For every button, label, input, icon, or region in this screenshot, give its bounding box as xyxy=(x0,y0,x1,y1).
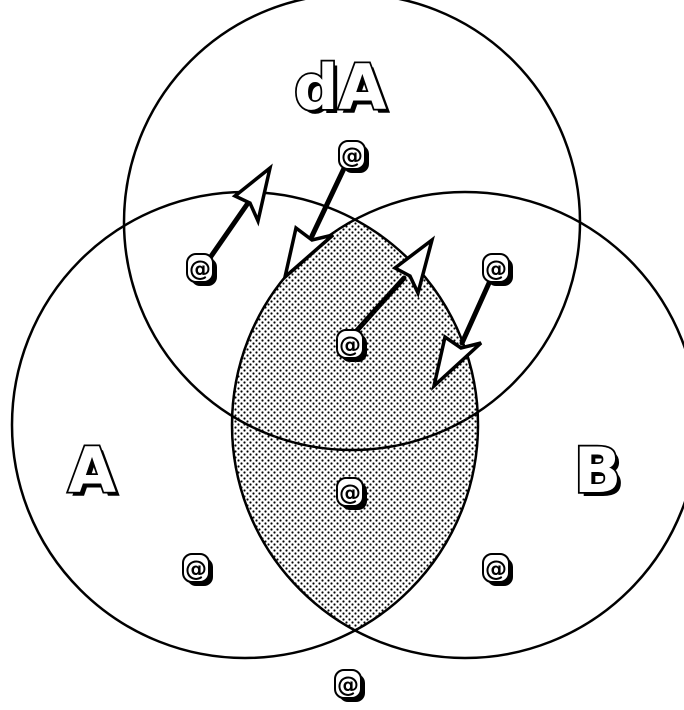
arrow-left-up xyxy=(202,163,273,268)
label-B: B B xyxy=(572,432,625,511)
circle-B xyxy=(230,190,684,660)
svg-text:A: A xyxy=(68,434,116,507)
element-symbol: @ xyxy=(189,257,211,282)
element-dA-and-B: @ xyxy=(482,253,513,286)
element-outside: @ xyxy=(334,669,365,702)
element-symbol: @ xyxy=(341,144,363,169)
arrow-top-down xyxy=(282,157,351,282)
element-symbol: @ xyxy=(339,481,361,506)
element-symbol: @ xyxy=(185,557,207,582)
arrow-center-up xyxy=(349,235,435,339)
element-symbol: @ xyxy=(485,557,507,582)
svg-text:dA: dA xyxy=(298,55,390,128)
element-symbol: @ xyxy=(339,333,361,358)
svg-text:A: A xyxy=(72,438,120,511)
label-A: A A xyxy=(66,432,120,511)
svg-text:B: B xyxy=(578,438,625,511)
element-dA-only: @ xyxy=(338,140,369,173)
element-B-only: @ xyxy=(482,553,513,586)
element-dA-A-B: @ xyxy=(336,329,367,362)
element-symbol: @ xyxy=(485,257,507,282)
element-A-and-B: @ xyxy=(336,477,367,510)
element-A-only: @ xyxy=(182,553,213,586)
label-dA: dA dA xyxy=(292,49,390,128)
svg-text:dA: dA xyxy=(294,51,386,124)
arrow-right-down xyxy=(431,269,497,392)
svg-text:B: B xyxy=(574,434,621,507)
element-symbol: @ xyxy=(337,673,359,698)
element-dA-and-A: @ xyxy=(186,253,217,286)
